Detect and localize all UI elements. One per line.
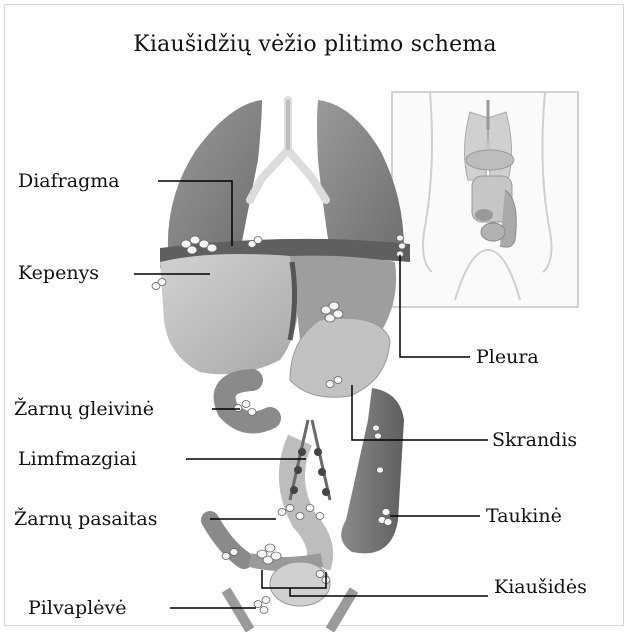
label-zarnu-gleivine: Žarnų gleivinė — [14, 398, 154, 420]
lungs — [168, 100, 404, 252]
inset-body-figure — [392, 92, 578, 307]
diagram-title: Kiaušidžių vėžio plitimo schema — [0, 32, 630, 57]
label-skrandis: Skrandis — [492, 429, 577, 451]
label-limfmazgiai: Limfmazgiai — [18, 448, 137, 470]
label-diafragma: Diafragma — [18, 170, 120, 192]
tumor-cluster-peritoneum — [254, 597, 270, 614]
label-zarnu-pasaitas: Žarnų pasaitas — [14, 508, 157, 530]
label-taukine: Taukinė — [486, 505, 562, 527]
label-kiausides: Kiaušidės — [494, 576, 587, 598]
label-pilvapleve: Pilvaplėvė — [28, 597, 126, 619]
label-pleura: Pleura — [476, 346, 539, 368]
label-kepenys: Kepenys — [18, 262, 99, 284]
